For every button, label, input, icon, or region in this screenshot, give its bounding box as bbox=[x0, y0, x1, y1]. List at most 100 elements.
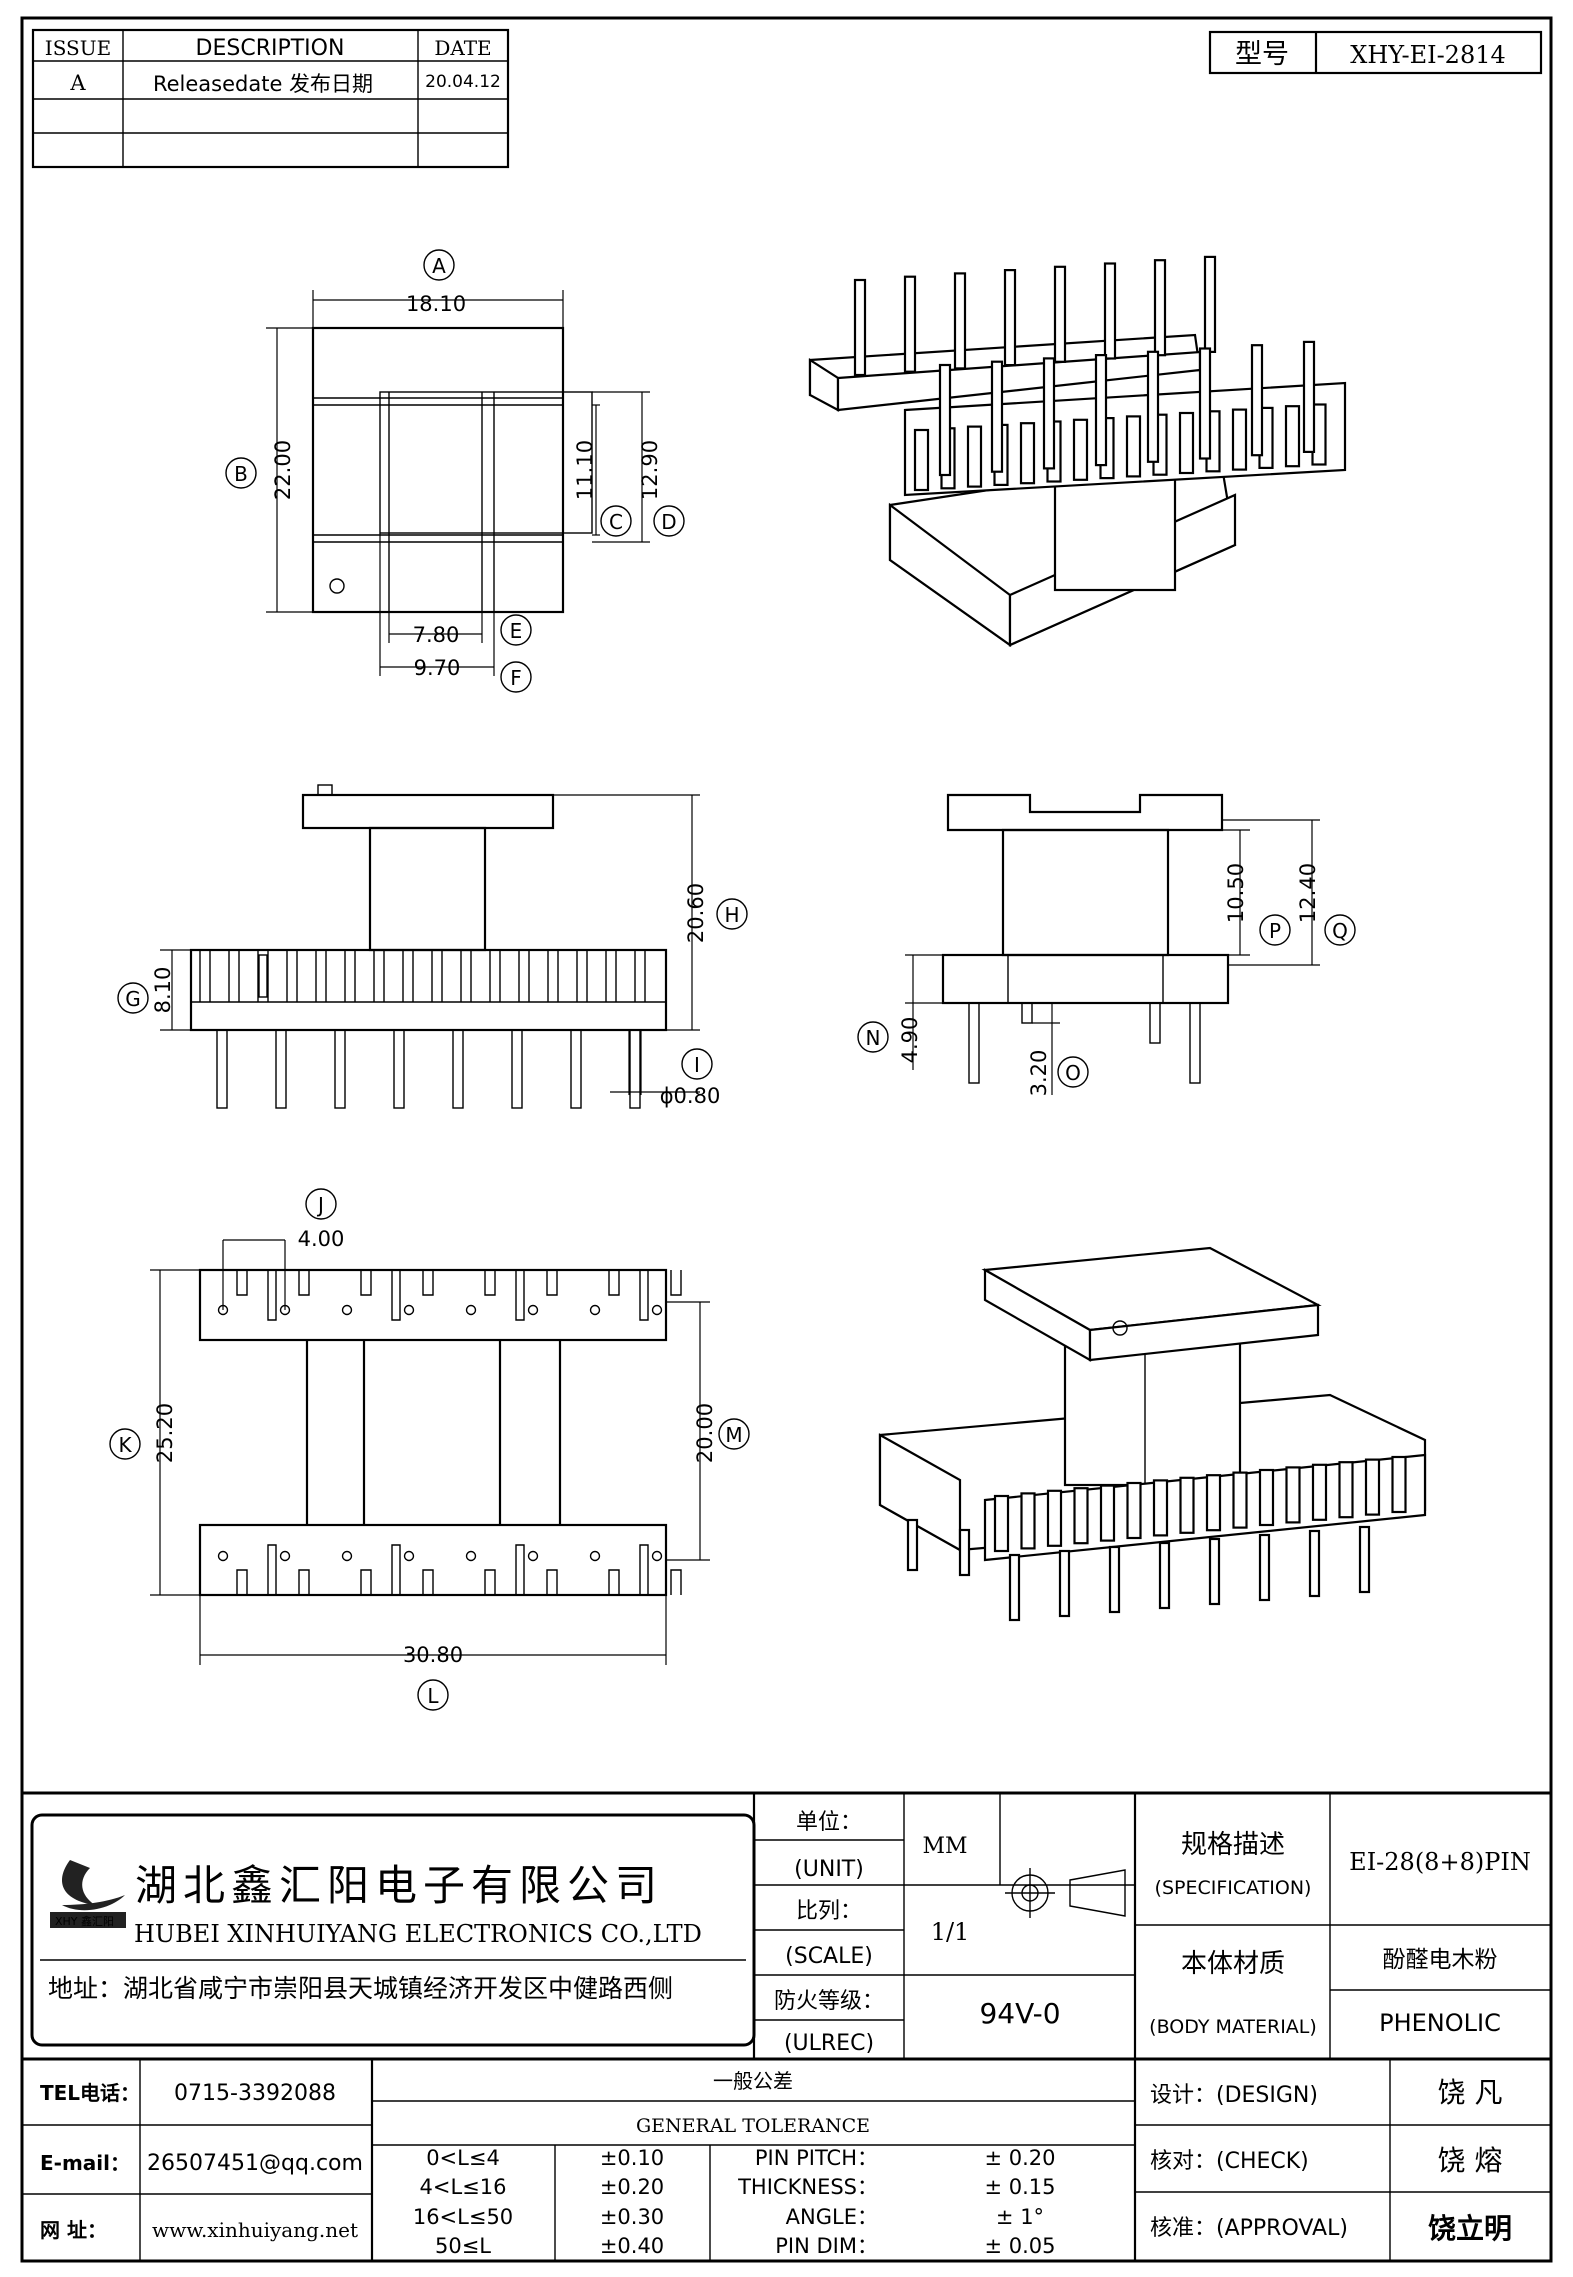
pin bbox=[1302, 340, 1316, 453]
check-name: 饶 熔 bbox=[1438, 2144, 1503, 2177]
tooth bbox=[236, 1270, 248, 1296]
fire-value: 94V-0 bbox=[979, 1997, 1060, 2030]
dim-b-value: 22.00 bbox=[271, 440, 295, 500]
front-view bbox=[189, 784, 668, 1109]
pin bbox=[452, 1029, 464, 1109]
spec-value: ± 0.15 bbox=[984, 2175, 1055, 2199]
pin bbox=[1108, 1545, 1121, 1614]
spec-label: THICKNESS： bbox=[737, 2175, 878, 2199]
pin-hole bbox=[279, 1550, 291, 1562]
company-name-en: HUBEI XINHUIYANG ELECTRONICS CO.,LTD bbox=[134, 1920, 702, 1948]
material-label-en: (BODY MATERIAL) bbox=[1149, 2016, 1317, 2038]
email-value: 26507451@qq.com bbox=[147, 2151, 363, 2176]
tooth bbox=[546, 1270, 558, 1296]
tol-value: ±0.30 bbox=[600, 2205, 664, 2229]
tol-value: ±0.40 bbox=[600, 2234, 664, 2258]
pin-hole bbox=[589, 1550, 601, 1562]
comb-tooth bbox=[1152, 1479, 1169, 1537]
tooth bbox=[360, 1270, 372, 1296]
pin bbox=[1308, 1529, 1321, 1598]
comb-tooth bbox=[913, 428, 930, 492]
dim-m-letter: M bbox=[725, 1423, 742, 1447]
tooth bbox=[298, 1569, 310, 1595]
dim-j-letter: J bbox=[316, 1193, 324, 1217]
pin bbox=[853, 278, 867, 377]
tolerance-title-en: GENERAL TOLERANCE bbox=[636, 2115, 870, 2137]
pin bbox=[1358, 1525, 1371, 1594]
tooth bbox=[639, 1270, 649, 1321]
pin bbox=[1198, 347, 1212, 460]
dim-e-letter: E bbox=[510, 619, 523, 643]
approval-name: 饶立明 bbox=[1428, 2212, 1512, 2245]
tooth bbox=[608, 1569, 620, 1595]
tooth bbox=[298, 1270, 310, 1296]
comb-tooth bbox=[1046, 1489, 1063, 1547]
company-name-cn: 湖北鑫汇阳电子有限公司 bbox=[135, 1861, 663, 1910]
pin-hole bbox=[465, 1550, 477, 1562]
pin-hole bbox=[403, 1550, 415, 1562]
dim-n-value: 4.90 bbox=[898, 1017, 922, 1064]
pin bbox=[953, 272, 967, 370]
comb-tooth bbox=[1178, 411, 1195, 475]
unit-label-cn: 单位： bbox=[796, 1810, 862, 1835]
dim-a-balloon bbox=[423, 249, 455, 281]
dim-h-letter: H bbox=[724, 903, 739, 927]
comb-tooth bbox=[1258, 1468, 1275, 1527]
spec-label: ANGLE： bbox=[786, 2205, 878, 2229]
tooth bbox=[391, 1544, 401, 1595]
dim-c-letter: C bbox=[609, 510, 623, 534]
pin bbox=[1208, 1537, 1221, 1606]
pin bbox=[1258, 1533, 1271, 1602]
comb-tooth bbox=[1020, 1492, 1036, 1550]
pin bbox=[511, 1029, 523, 1109]
model-label: 型号 bbox=[1235, 39, 1289, 70]
comb-tooth bbox=[1338, 1461, 1354, 1519]
pin bbox=[1146, 350, 1160, 463]
comb-tooth bbox=[1073, 1487, 1089, 1545]
iso-view-top bbox=[808, 255, 1347, 648]
spec-value: ± 1° bbox=[996, 2205, 1044, 2229]
dim-i-value: ϕ0.80 bbox=[660, 1084, 721, 1108]
scale-label-cn: 比列： bbox=[796, 1899, 862, 1924]
pin bbox=[1203, 255, 1217, 353]
pin bbox=[1053, 265, 1067, 363]
material-value-cn: 酚醛电木粉 bbox=[1383, 1947, 1498, 1973]
tooth bbox=[515, 1270, 525, 1321]
tolerance-title-cn: 一般公差 bbox=[713, 2069, 793, 2093]
pin-hole bbox=[589, 1304, 601, 1316]
dim-p-value: 10.50 bbox=[1224, 863, 1248, 923]
projection-symbol-icon bbox=[1005, 1868, 1126, 1918]
pin-hole bbox=[403, 1304, 415, 1316]
dim-d-value: 12.90 bbox=[638, 440, 662, 500]
pin bbox=[393, 1029, 405, 1109]
email-label: E-mail： bbox=[40, 2151, 130, 2175]
dim-j-value: 4.00 bbox=[298, 1227, 345, 1251]
issue-header: ISSUE bbox=[45, 36, 111, 60]
pin bbox=[938, 363, 952, 477]
spec-value: EI-28(8+8)PIN bbox=[1349, 1848, 1531, 1876]
sheet-border bbox=[20, 16, 1553, 2263]
comb-tooth bbox=[1364, 1458, 1381, 1516]
tel-label: TEL电话： bbox=[40, 2081, 140, 2105]
tooth bbox=[608, 1270, 620, 1296]
comb-tooth bbox=[1125, 415, 1142, 478]
dim-a-letter: A bbox=[432, 254, 446, 278]
dim-q-letter: Q bbox=[1332, 919, 1348, 943]
comb-tooth bbox=[1311, 1463, 1328, 1521]
pin bbox=[903, 275, 917, 373]
dim-c-value: 11.10 bbox=[573, 440, 597, 500]
dim-p-letter: P bbox=[1269, 919, 1281, 943]
bottom-view bbox=[198, 1268, 682, 1597]
material-label-cn: 本体材质 bbox=[1181, 1949, 1285, 1979]
top-view bbox=[311, 326, 593, 614]
tooth bbox=[484, 1270, 496, 1296]
dim-g-letter: G bbox=[125, 987, 141, 1011]
iso-view-bottom bbox=[878, 1246, 1427, 1622]
slot-marker bbox=[258, 954, 268, 998]
comb-tooth bbox=[1126, 1481, 1142, 1540]
dim-e-value: 7.80 bbox=[413, 623, 460, 647]
dim-a-value: 18.10 bbox=[406, 292, 466, 316]
pin-hole bbox=[341, 1304, 353, 1316]
pin bbox=[1158, 1541, 1171, 1610]
